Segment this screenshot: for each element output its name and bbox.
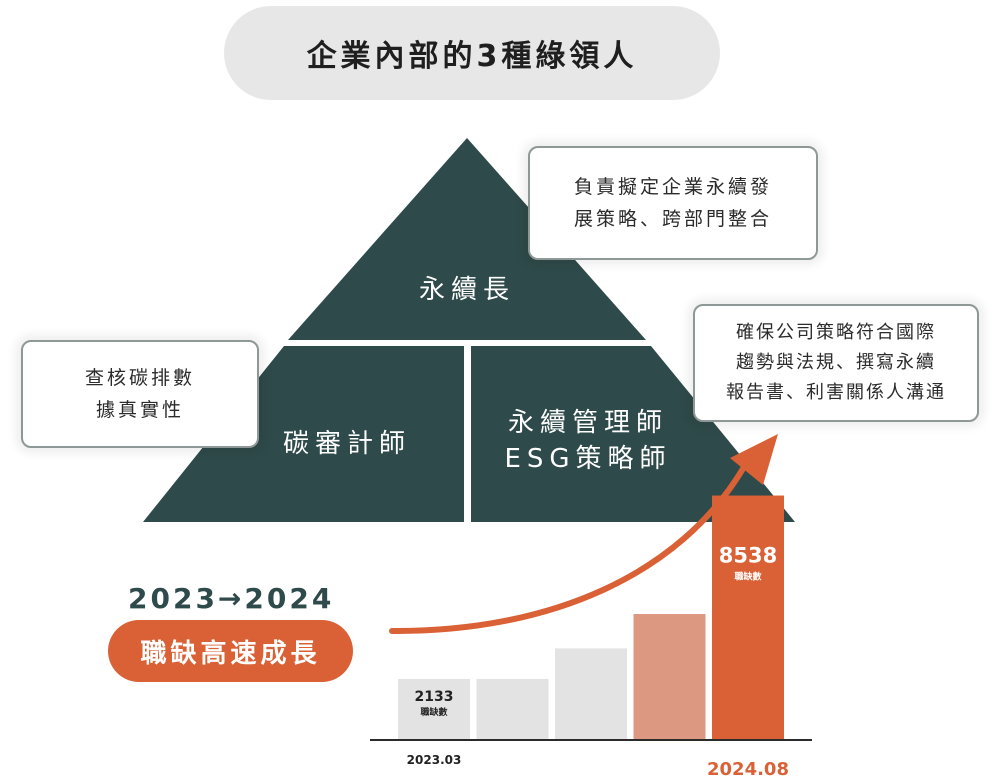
year-range: 2023→2024	[128, 582, 335, 615]
pyramid-top-section	[288, 138, 646, 340]
category-label: 2024.08	[707, 759, 789, 780]
bar-2	[476, 678, 549, 740]
top-label-text: 永續長	[418, 275, 515, 305]
bar-unit-label: 職缺數	[734, 571, 762, 583]
right-label-line2: ESG策略師	[504, 444, 672, 474]
bar-unit-label: 職缺數	[420, 706, 448, 718]
right-label-line1: 永續管理師	[507, 408, 668, 438]
pyramid-left-section	[143, 346, 464, 522]
growth-arrow-head	[730, 434, 778, 485]
bar-value-label: 2133	[415, 689, 454, 705]
growth-pill: 職缺高速成長	[108, 620, 353, 682]
bar-3	[555, 648, 627, 740]
category-label: 2023.03	[407, 753, 462, 767]
callout-left-line2: 據真實性	[95, 399, 184, 421]
bar-value-label: 8538	[719, 544, 777, 568]
pyramid	[143, 138, 795, 522]
callout-right: 確保公司策略符合國際 趨勢與法規、撰寫永續 報告書、利害關係人溝通	[693, 304, 979, 422]
callout-right-line3: 報告書、利害關係人溝通	[726, 382, 946, 403]
pyramid-right-label: 永續管理師 ESG策略師	[488, 405, 688, 477]
callout-right-line2: 趨勢與法規、撰寫永續	[736, 352, 936, 373]
growth-label: 職缺高速成長	[140, 638, 321, 669]
callout-left: 查核碳排數 據真實性	[21, 340, 259, 448]
page-title: 企業內部的3種綠領人	[306, 39, 638, 74]
callout-top-right-line2: 展策略、跨部門整合	[573, 208, 772, 230]
callout-top-right-line1: 負責擬定企業永續發	[573, 176, 772, 198]
callout-right-line1: 確保公司策略符合國際	[736, 322, 936, 343]
title-pill: 企業內部的3種綠領人	[224, 6, 720, 100]
callout-left-line1: 查核碳排數	[84, 367, 195, 389]
bar-5	[712, 495, 784, 740]
pyramid-left-label: 碳審計師	[262, 426, 432, 462]
callout-top-right: 負責擬定企業永續發 展策略、跨部門整合	[528, 146, 818, 260]
left-label-text: 碳審計師	[282, 429, 411, 459]
pyramid-top-label: 永續長	[380, 272, 554, 308]
bar-1	[398, 678, 470, 740]
bar-4	[633, 614, 706, 740]
pyramid-right-section	[471, 346, 795, 522]
